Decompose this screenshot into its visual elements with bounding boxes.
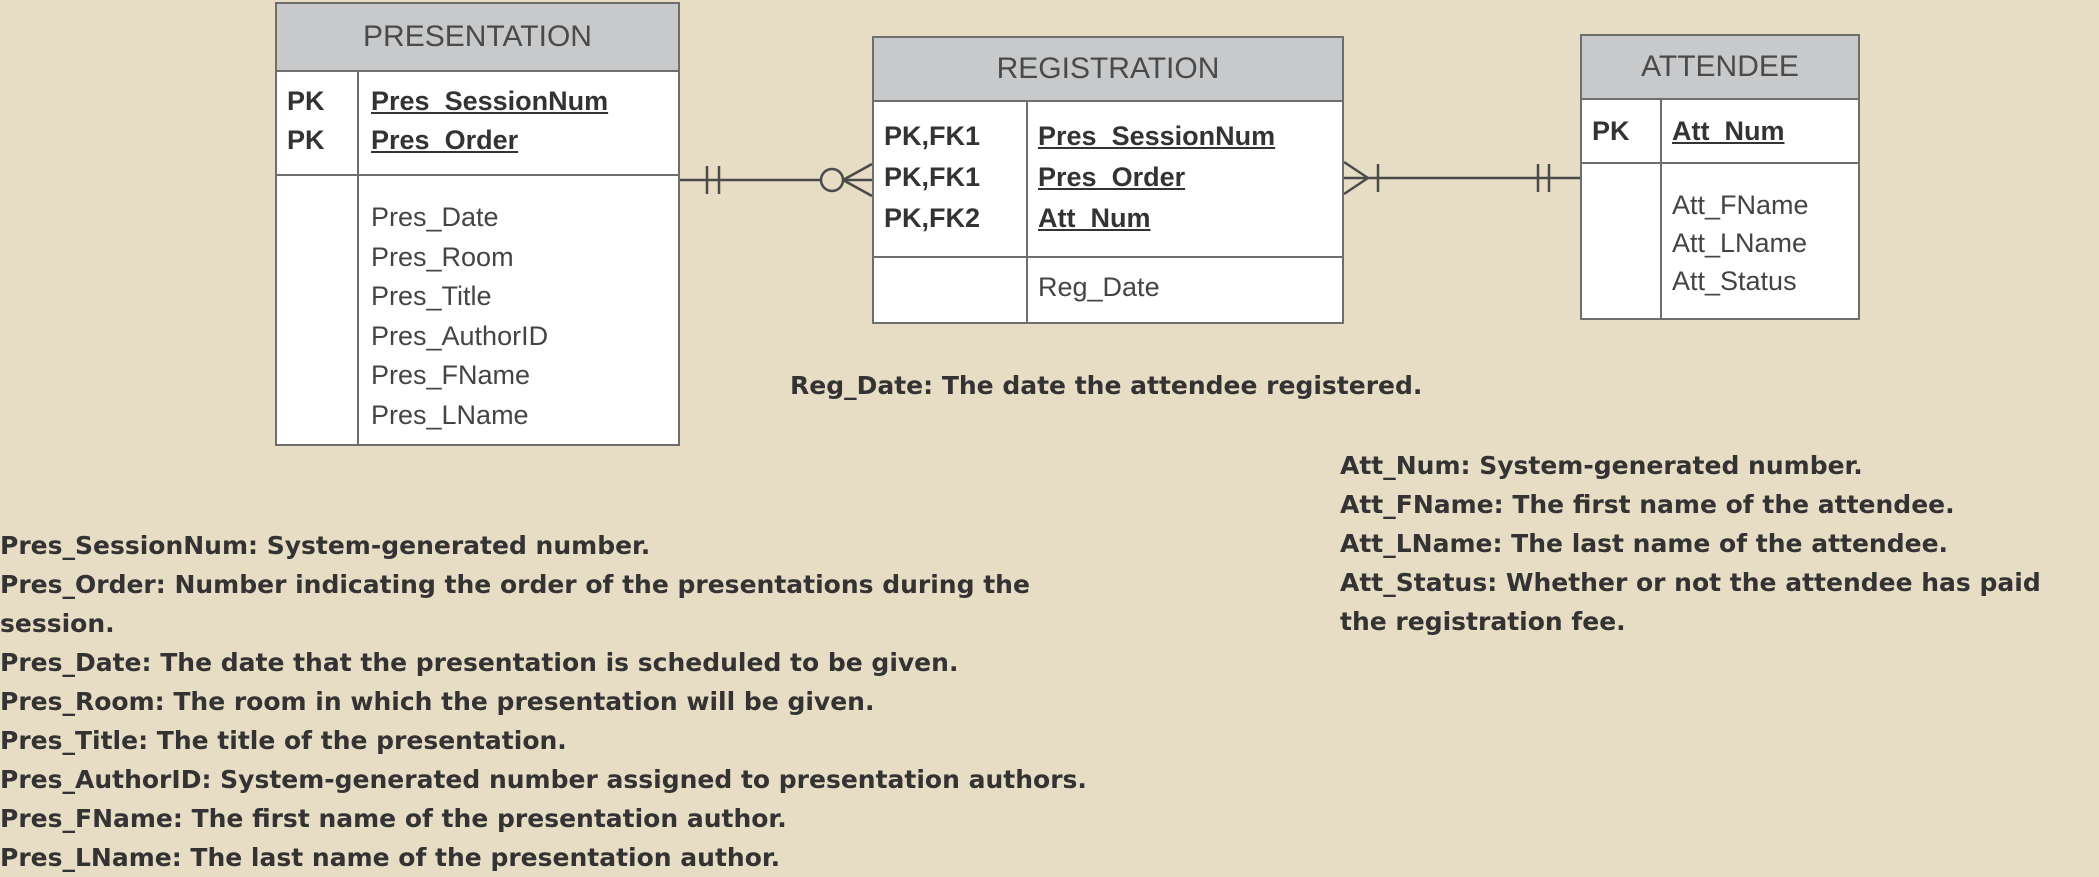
attribute-item: Pres_AuthorID bbox=[371, 320, 549, 351]
crowfoot-prong bbox=[842, 162, 873, 182]
key-type-label: PK,FK1 bbox=[884, 162, 981, 192]
attribute-section: Att_FName Att_LName Att_Status bbox=[1582, 164, 1858, 318]
key-type-column: PK PK bbox=[287, 82, 325, 160]
crowfoot-prong bbox=[1343, 160, 1369, 180]
key-name-column: Att_Num bbox=[1672, 112, 1785, 151]
note-line: Pres_Title: The title of the presentatio… bbox=[0, 726, 567, 755]
attribute-item: Reg_Date bbox=[1038, 272, 1160, 302]
key-attribute: Pres_SessionNum bbox=[1038, 121, 1276, 151]
note-line: Pres_LName: The last name of the present… bbox=[0, 843, 781, 872]
presentation-registration-relationship bbox=[680, 162, 873, 198]
entity-title: REGISTRATION bbox=[874, 38, 1342, 102]
attribute-item: Pres_Title bbox=[371, 281, 492, 311]
column-divider bbox=[1026, 102, 1028, 256]
key-name-column: Pres_SessionNum Pres_Order bbox=[371, 82, 608, 160]
primary-key-section: PK PK Pres_SessionNum Pres_Order bbox=[277, 72, 678, 176]
key-type-label: PK bbox=[1592, 116, 1630, 146]
note-line: Pres_SessionNum: System-generated number… bbox=[0, 531, 651, 560]
attribute-section: Pres_Date Pres_Room Pres_Title Pres_Auth… bbox=[277, 176, 678, 446]
key-type-label: PK,FK1 bbox=[884, 121, 981, 151]
note-line: Att_Status: Whether or not the attendee … bbox=[1340, 568, 2041, 597]
note-line: Pres_Room: The room in which the present… bbox=[0, 687, 875, 716]
attendee-notes: Att_Num: System-generated number. Att_FN… bbox=[1340, 446, 2041, 641]
column-divider bbox=[357, 72, 359, 174]
attribute-item: Pres_FName bbox=[371, 360, 531, 390]
crowfoot-prong bbox=[842, 178, 873, 198]
entity-title: PRESENTATION bbox=[277, 4, 678, 72]
primary-key-section: PK,FK1 PK,FK1 PK,FK2 Pres_SessionNum Pre… bbox=[874, 102, 1342, 258]
crowfoot-prong bbox=[1343, 176, 1369, 196]
attribute-list: Att_FName Att_LName Att_Status bbox=[1672, 186, 1809, 300]
note-line: session. bbox=[0, 609, 115, 638]
registration-entity[interactable]: REGISTRATION PK,FK1 PK,FK1 PK,FK2 Pres_S… bbox=[872, 36, 1344, 324]
key-type-label: PK,FK2 bbox=[884, 203, 981, 233]
attribute-item: Att_FName bbox=[1672, 190, 1809, 220]
key-attribute: Att_Num bbox=[1038, 203, 1151, 233]
key-type-label: PK bbox=[287, 86, 325, 116]
attribute-item: Pres_LName bbox=[371, 399, 529, 430]
note-line: Pres_FName: The first name of the presen… bbox=[0, 804, 787, 833]
attribute-list: Reg_Date bbox=[1038, 268, 1160, 307]
note-line: Pres_AuthorID: System-generated number a… bbox=[0, 765, 1087, 794]
attribute-item: Pres_Room bbox=[371, 241, 514, 272]
attendee-entity[interactable]: ATTENDEE PK Att_Num Att_FName Att_LName … bbox=[1580, 34, 1860, 320]
entity-title: ATTENDEE bbox=[1582, 36, 1858, 100]
attribute-item: Att_Status bbox=[1672, 266, 1797, 296]
zero-circle-mark bbox=[819, 167, 845, 193]
key-type-column: PK bbox=[1592, 112, 1630, 151]
key-type-label: PK bbox=[287, 125, 325, 155]
key-attribute: Att_Num bbox=[1672, 116, 1785, 146]
column-divider bbox=[1660, 164, 1662, 318]
primary-key-section: PK Att_Num bbox=[1582, 100, 1858, 164]
column-divider bbox=[357, 176, 359, 446]
note-line: Att_FName: The first name of the attende… bbox=[1340, 490, 1955, 519]
reg-date-note: Reg_Date: The date the attendee register… bbox=[790, 371, 1423, 400]
column-divider bbox=[1026, 258, 1028, 322]
key-attribute: Pres_SessionNum bbox=[371, 86, 609, 116]
note-line: Att_LName: The last name of the attendee… bbox=[1340, 529, 1949, 558]
attribute-item: Att_LName bbox=[1672, 228, 1808, 258]
attribute-item: Pres_Date bbox=[371, 202, 499, 232]
presentation-entity[interactable]: PRESENTATION PK PK Pres_SessionNum Pres_… bbox=[275, 2, 680, 446]
note-line: Pres_Date: The date that the presentatio… bbox=[0, 648, 959, 677]
note-line: the registration fee. bbox=[1340, 607, 1626, 636]
key-attribute: Pres_Order bbox=[1038, 162, 1186, 192]
registration-attendee-relationship bbox=[1343, 160, 1580, 196]
attribute-section: Reg_Date bbox=[874, 258, 1342, 322]
key-attribute: Pres_Order bbox=[371, 125, 519, 155]
key-type-column: PK,FK1 PK,FK1 PK,FK2 bbox=[884, 116, 980, 239]
attribute-list: Pres_Date Pres_Room Pres_Title Pres_Auth… bbox=[371, 198, 548, 435]
note-line: Att_Num: System-generated number. bbox=[1340, 451, 1863, 480]
key-name-column: Pres_SessionNum Pres_Order Att_Num bbox=[1038, 116, 1275, 239]
note-line: Pres_Order: Number indicating the order … bbox=[0, 570, 1030, 599]
column-divider bbox=[1660, 100, 1662, 162]
presentation-notes: Pres_SessionNum: System-generated number… bbox=[0, 526, 1087, 877]
